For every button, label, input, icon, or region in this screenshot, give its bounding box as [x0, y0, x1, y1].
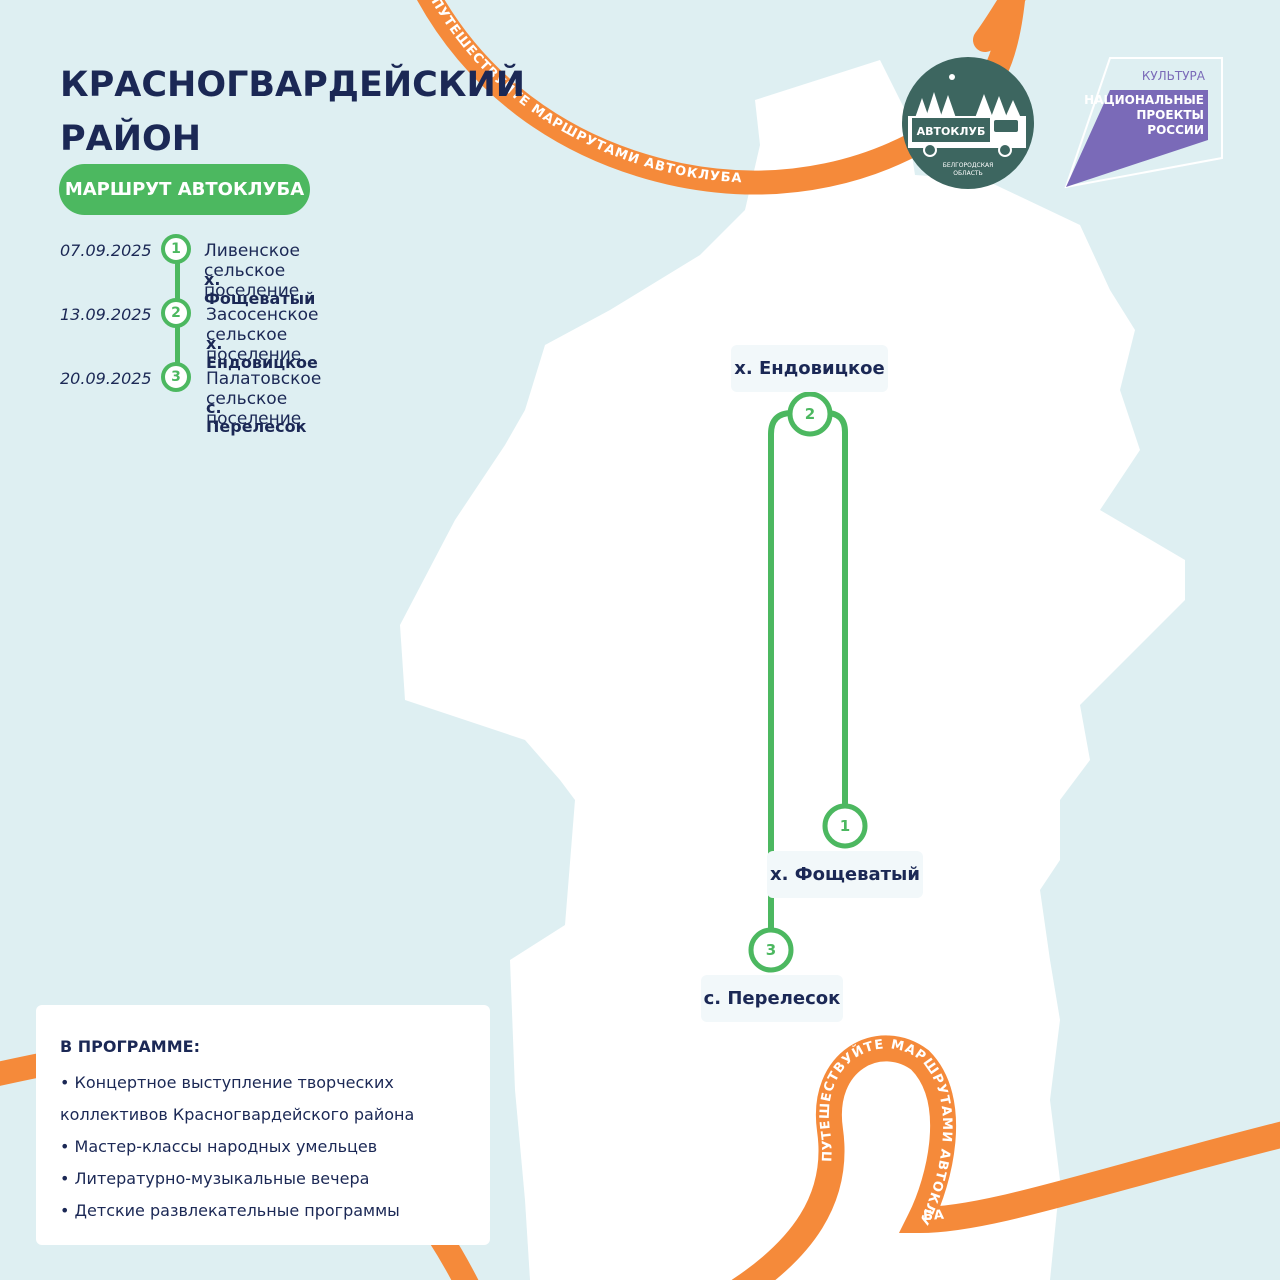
page-title: КРАСНОГВАРДЕЙСКИЙ РАЙОН	[60, 65, 526, 159]
schedule-connector	[175, 262, 180, 312]
program-list: • Концертное выступление творческих колл…	[60, 1067, 480, 1227]
map-stop-1-number: 1	[840, 817, 850, 835]
map-stop-3-number: 3	[766, 941, 776, 959]
schedule-village-2: х. Ендовицкое	[206, 334, 318, 372]
schedule-date-2: 13.09.2025	[60, 305, 152, 324]
schedule-settlement-3: Палатовское сельское поселение	[206, 369, 322, 429]
route-button[interactable]: МАРШРУТ АВТОКЛУБА	[59, 164, 310, 215]
map-stop-1[interactable]: 1	[822, 803, 868, 849]
program-item: • Литературно-музыкальные вечера	[60, 1169, 370, 1188]
schedule-village-1: х. Фощеватый	[204, 270, 316, 308]
schedule-date-1: 07.09.2025	[60, 241, 152, 260]
map-stop-3[interactable]: 3	[748, 927, 794, 973]
program-item: • Концертное выступление творческих колл…	[60, 1073, 415, 1124]
program-title: В ПРОГРАММЕ:	[60, 1037, 200, 1056]
map-label-perelesok: с. Перелесок	[701, 975, 843, 1022]
program-box: В ПРОГРАММЕ: • Концертное выступление тв…	[36, 1005, 490, 1245]
schedule-connector	[175, 326, 180, 376]
map-label-endovitskoe: х. Ендовицкое	[731, 345, 888, 392]
schedule-stop-2: 2	[161, 298, 191, 328]
program-item: • Детские развлекательные программы	[60, 1201, 400, 1220]
schedule-stop-3: 3	[161, 362, 191, 392]
map-stop-2-number: 2	[805, 405, 815, 423]
program-item: • Мастер-классы народных умельцев	[60, 1137, 378, 1156]
schedule-stop-1: 1	[161, 234, 191, 264]
map-stop-2[interactable]: 2	[787, 391, 833, 437]
map-label-foshchevaty: х. Фощеватый	[767, 851, 923, 898]
schedule-date-3: 20.09.2025	[60, 369, 152, 388]
schedule-settlement-1: Ливенское сельское поселение	[204, 241, 300, 301]
schedule-village-3: с. Перелесок	[206, 398, 307, 436]
schedule-settlement-2: Засосенское сельское поселение	[206, 305, 319, 365]
